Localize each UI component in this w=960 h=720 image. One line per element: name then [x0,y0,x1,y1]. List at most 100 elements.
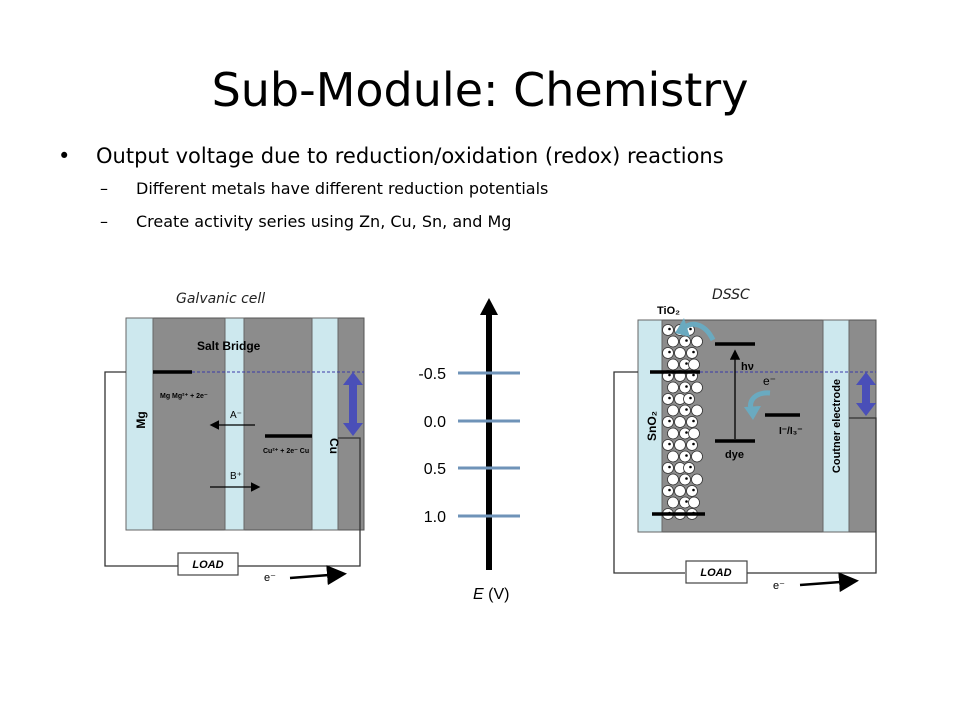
dye-molecule-dot [685,385,688,388]
tio2-particle [667,335,679,348]
tio2-particle [683,393,695,405]
energy-axis-label: E (V) [473,586,509,603]
galvanic-voltage-arrow-icon [343,372,363,436]
cation-label: B⁺ [230,471,242,482]
mg-reaction: Mg Mg²⁺ + 2e⁻ [160,393,208,400]
tick-label: 0.5 [424,461,446,478]
tio2-particles [662,324,703,520]
dssc-electron-label: e⁻ [773,580,785,592]
tio2-particle [679,404,691,417]
dssc-caption: DSSC [712,287,750,303]
left-wire [104,371,178,567]
hv-label: hν [741,361,754,373]
tio2-particle [688,427,700,440]
tio2-particle [662,324,674,336]
dye-molecule-dot [668,327,671,331]
tio2-particle [688,358,700,371]
injection-arrowhead-icon [675,318,690,337]
dye-molecule-dot [689,327,692,331]
energy-axis-arrowhead-icon [480,298,498,315]
dye-molecule-dot [668,442,671,446]
cu-electrode [311,317,339,531]
tio2-particle [674,416,686,428]
tio2-particle [667,381,679,394]
dye-molecule-dot [689,465,692,469]
tio2-particle [691,404,703,417]
dssc-load-label: LOAD [700,567,731,579]
cu-reaction: Cu²⁺ + 2e⁻ Cu [263,448,309,455]
sno2-electrode [637,319,663,533]
bullet-text: Output voltage due to reduction/oxidatio… [96,144,724,168]
bullet-dot-icon: • [58,144,71,168]
right-wire [238,437,361,567]
dssc-cell [613,318,877,593]
tio2-particle [667,450,679,463]
sub-bullet-item: – Different metals have different reduct… [58,172,724,205]
tio2-particle [691,473,703,486]
tio2-particle [662,439,674,451]
dash-icon: – [100,212,108,231]
counter-electrode-label: Coutner electrode [831,379,843,473]
mg-electrode [125,317,154,531]
sub-bullet-item: – Create activity series using Zn, Cu, S… [58,205,724,238]
tio2-particle [686,439,698,451]
sub-bullet-text: Different metals have different reductio… [136,179,549,198]
tick-label: -0.5 [418,366,446,383]
anion-label: A⁻ [230,410,242,421]
redox-label: I⁻/I₃⁻ [779,426,803,437]
dssc-electron-arrow [799,572,859,593]
tio2-particle [686,485,698,497]
tio2-particle [662,416,674,428]
dye-molecule-dot [692,442,695,446]
dye-molecule-dot [692,373,695,377]
galvanic-electron-arrow [289,565,347,586]
tio2-particle [667,358,679,371]
tio2-particle [679,473,691,486]
galvanic-caption: Galvanic cell [176,291,266,307]
dye-molecule-dot [668,396,671,400]
galvanic-load-box [177,552,239,576]
tio2-particle [688,496,700,509]
tio2-particle [662,485,674,497]
dye-molecule-dot [668,350,671,354]
tio2-particle [686,416,698,428]
salt-bridge [224,317,245,531]
tio2-particle [679,381,691,394]
bullet-list: • Output voltage due to reduction/oxidat… [58,140,724,238]
tio2-particle [683,462,695,474]
tio2-particle [674,347,686,359]
tio2-particle [662,347,674,359]
dye-molecule-dot [689,396,692,400]
tio2-particle [674,485,686,497]
dye-molecule-dot [692,488,695,492]
tio2-particle [667,427,679,440]
counter-electrode [822,319,850,533]
sno2-label: SnO₂ [645,411,659,441]
tio2-particle [674,439,686,451]
slide-title: Sub-Module: Chemistry [211,63,749,117]
dye-molecule-dot [692,419,695,423]
dye-molecule-dot [668,419,671,423]
tio2-particle [667,473,679,486]
tio2-particle [662,393,674,405]
sub-bullet-text: Create activity series using Zn, Cu, Sn,… [136,212,512,231]
cu-label: Cu [327,438,341,454]
dye-molecule-dot [685,477,688,480]
galvanic-electron-label: e⁻ [264,572,276,584]
dye-molecule-dot [685,431,688,434]
energy-scale [458,298,520,570]
tio2-particle [667,496,679,509]
dash-icon: – [100,179,108,198]
tick-label: 1.0 [424,509,446,526]
dye-molecule-dot [668,488,671,492]
dye-molecule-dot [668,373,671,377]
dssc-electron-top-label: e⁻ [763,374,776,388]
tio2-particle [691,450,703,463]
mg-label: Mg [134,411,148,428]
tick-label: 0.0 [424,414,446,431]
tio2-particle [691,381,703,394]
dye-molecule-dot [685,339,688,342]
tio2-particle [679,450,691,463]
dssc-load-box [685,560,748,584]
